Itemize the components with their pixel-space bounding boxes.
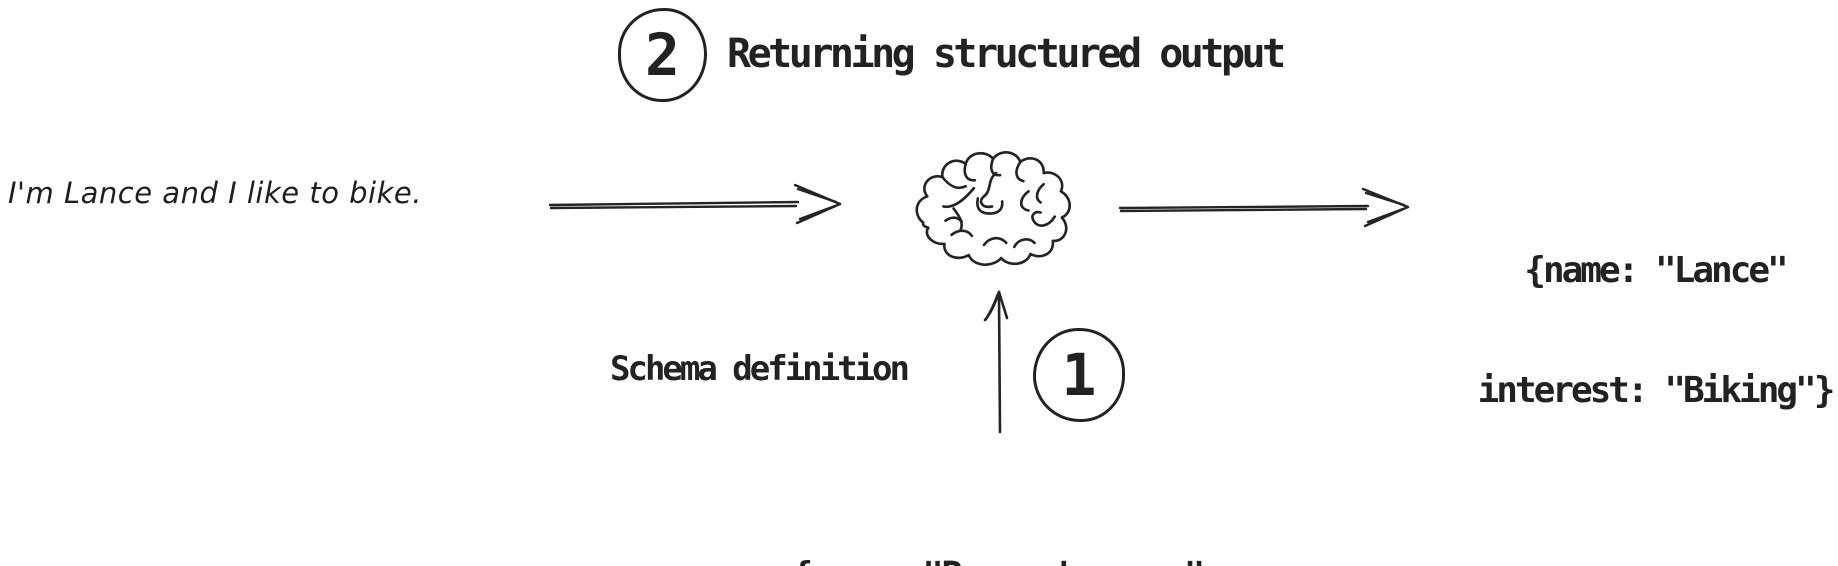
structured-output-line-2: interest: "Biking"}: [1477, 370, 1836, 411]
step-2-number: 2: [645, 21, 680, 89]
schema-definition-text: {name: "Person's name" interest: "Person…: [700, 473, 1294, 566]
schema-definition-line-1: {name: "Person's name": [700, 555, 1294, 566]
schema-arrow-icon: [983, 290, 1009, 434]
step-1-badge: 1: [1033, 328, 1125, 422]
brain-icon: [915, 151, 1071, 266]
step-1-label: Schema definition: [610, 349, 910, 389]
structured-output-text: {name: "Lance" interest: "Biking"}: [1460, 171, 1838, 491]
output-arrow-icon: [1118, 187, 1410, 228]
step-1-number: 1: [1061, 341, 1097, 409]
step-2-label: Returning structured output: [727, 31, 1286, 77]
structured-output-line-1: {name: "Lance": [1524, 250, 1788, 291]
user-input-text: I'm Lance and I like to bike.: [8, 176, 422, 210]
input-arrow-icon: [548, 183, 842, 225]
step-2-badge: 2: [618, 8, 707, 102]
